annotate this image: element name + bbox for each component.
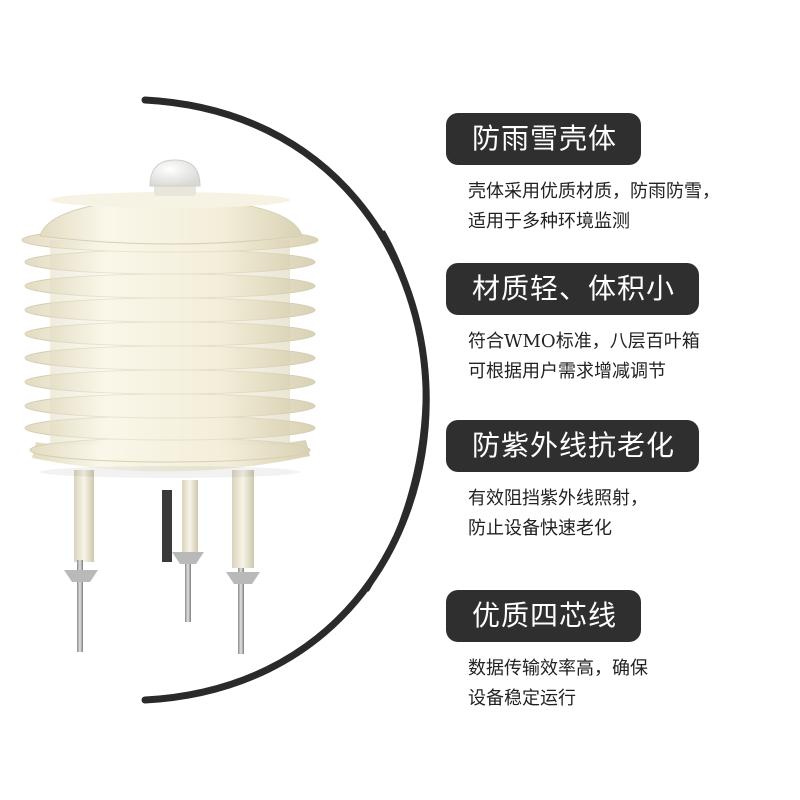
- feature-desc-line: 适用于多种环境监测: [468, 211, 630, 232]
- top-sensor-dome: [149, 159, 201, 196]
- feature-description: 有效阻挡紫外线照射， 防止设备快速老化: [446, 484, 776, 544]
- feature-lightweight-small: 材质轻、体积小 符合WMO标准，八层百叶箱 可根据用户需求增减调节: [446, 263, 776, 387]
- feature-four-core-cable: 优质四芯线 数据传输效率高，确保 设备稳定运行: [446, 590, 776, 714]
- louver-plates: [21, 192, 319, 472]
- feature-desc-line: 设备稳定运行: [468, 688, 576, 709]
- feature-title: 防雨雪壳体: [446, 113, 642, 165]
- product-image: [21, 159, 319, 654]
- feature-rain-snow-shell: 防雨雪壳体 壳体采用优质材质，防雨防雪， 适用于多种环境监测: [446, 113, 776, 237]
- feature-title: 优质四芯线: [446, 590, 642, 642]
- feature-description: 符合WMO标准，八层百叶箱 可根据用户需求增减调节: [446, 327, 776, 387]
- feature-description: 壳体采用优质材质，防雨防雪， 适用于多种环境监测: [446, 177, 776, 237]
- feature-uv-resistant: 防紫外线抗老化 有效阻挡紫外线照射， 防止设备快速老化: [446, 420, 776, 544]
- feature-desc-line: 数据传输效率高，确保: [468, 658, 648, 679]
- feature-desc-line: 防止设备快速老化: [468, 518, 612, 539]
- feature-desc-line: 壳体采用优质材质，防雨防雪，: [468, 181, 720, 202]
- legs: [64, 470, 260, 654]
- feature-desc-line: 符合WMO标准，八层百叶箱: [468, 331, 700, 352]
- outer-arc: [141, 96, 430, 704]
- feature-desc-line: 可根据用户需求增减调节: [468, 361, 666, 382]
- feature-title: 防紫外线抗老化: [446, 420, 700, 472]
- feature-description: 数据传输效率高，确保 设备稳定运行: [446, 654, 776, 714]
- feature-title: 材质轻、体积小: [446, 263, 700, 315]
- inner-arc: [366, 230, 426, 592]
- sensor-cable: [162, 490, 172, 562]
- feature-desc-line: 有效阻挡紫外线照射，: [468, 488, 648, 509]
